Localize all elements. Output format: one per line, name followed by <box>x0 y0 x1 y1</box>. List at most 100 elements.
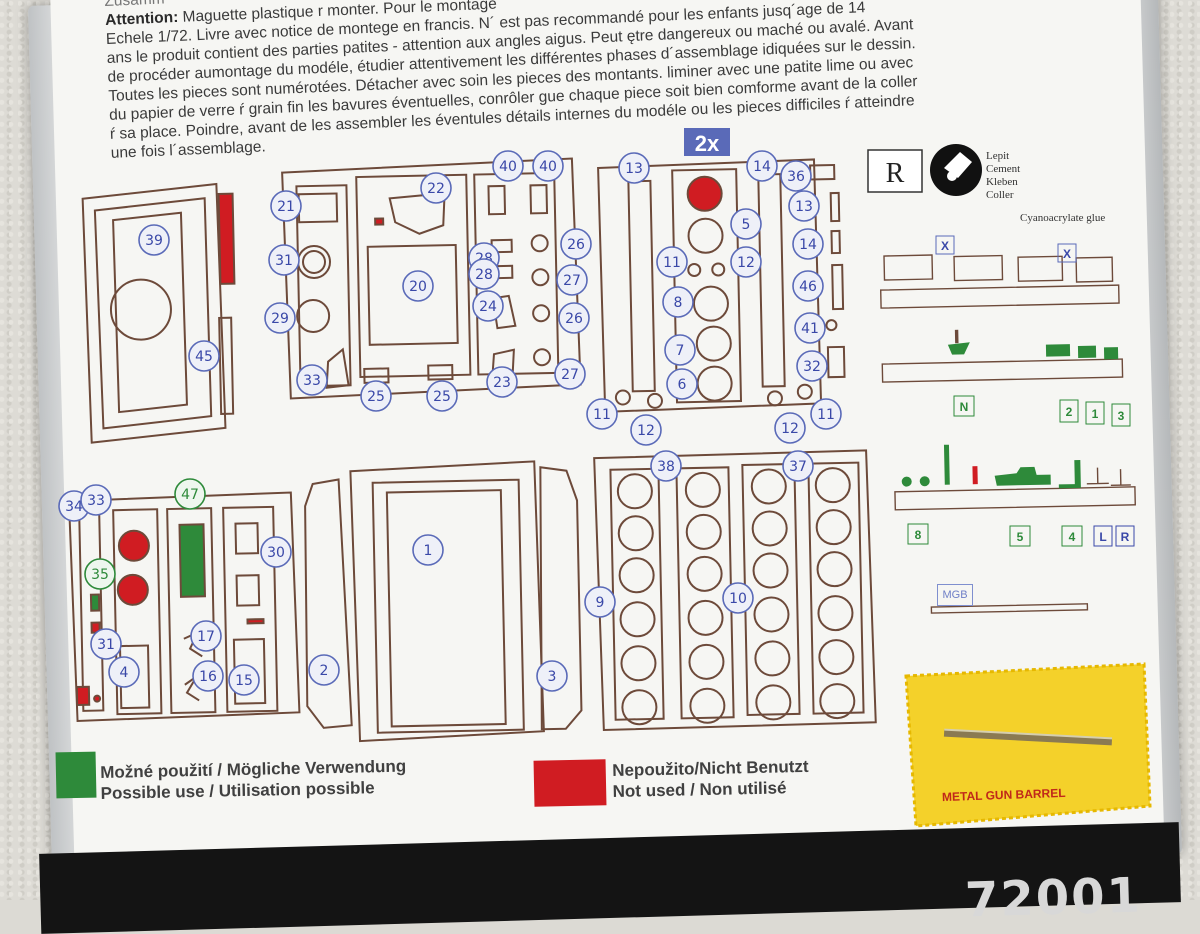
part-number-label: 6 <box>678 377 687 393</box>
part-number-label: 32 <box>803 359 821 375</box>
part-number-label: 22 <box>427 181 445 197</box>
legend-possible-use: Možné použití / Mögliche Verwendung Poss… <box>100 756 407 804</box>
part-number-marker <box>618 152 650 184</box>
part-number-marker <box>360 380 392 412</box>
part-number-label: 9 <box>596 595 605 611</box>
part-number-marker <box>586 398 618 430</box>
part-number-marker <box>472 290 504 322</box>
part-number-marker <box>536 660 568 692</box>
pe-label-4: 4 <box>1069 530 1076 544</box>
part-number-label: 14 <box>799 237 817 253</box>
part-number-marker <box>730 208 762 240</box>
glue-label-cs: Lepit <box>986 150 1010 162</box>
part-number-label: 10 <box>729 591 747 607</box>
part-number-marker <box>486 366 518 398</box>
quantity-badge: 2x <box>684 128 730 156</box>
part-number-label: 35 <box>91 567 109 583</box>
part-number-marker <box>402 270 434 302</box>
part-number-label: 25 <box>433 389 451 405</box>
part-number-marker <box>468 258 500 290</box>
part-number-marker <box>650 450 682 482</box>
part-number-label: 39 <box>145 233 163 249</box>
part-number-label: 47 <box>181 487 199 503</box>
part-number-label: 38 <box>657 459 675 475</box>
part-number-marker <box>492 150 524 182</box>
part-number-label: 12 <box>781 421 799 437</box>
part-number-label: 27 <box>563 273 581 289</box>
part-number-label: 14 <box>753 159 771 175</box>
legend-swatch-red <box>533 759 607 807</box>
part-number-marker <box>792 228 824 260</box>
part-number-label: 24 <box>479 299 497 315</box>
part-number-label: 13 <box>795 199 813 215</box>
part-number-marker <box>794 312 826 344</box>
part-number-label: 28 <box>475 267 493 283</box>
sprue-frame-left <box>81 182 236 444</box>
glue-label: Lepit Cement Kleben Coller <box>986 150 1020 202</box>
part-number-marker <box>662 286 694 318</box>
part-number-label: 13 <box>625 161 643 177</box>
part-number-label: 40 <box>499 159 517 175</box>
part-number-marker <box>192 660 224 692</box>
part-number-label: 7 <box>676 343 685 359</box>
part-number-marker <box>730 246 762 278</box>
part-number-marker <box>664 334 696 366</box>
glue-label-en: Cement <box>986 163 1021 175</box>
part-number-label: 17 <box>197 629 215 645</box>
legend-swatch-green <box>55 751 97 799</box>
legend-notused-line2: Not used / Non utilisé <box>612 778 787 801</box>
pe-label-r: R <box>1121 530 1130 544</box>
quantity-badge-text: 2x <box>695 131 720 156</box>
part-number-marker <box>666 368 698 400</box>
part-number-marker <box>746 150 778 182</box>
part-number-marker <box>228 664 260 696</box>
part-number-label: 2 <box>320 663 329 679</box>
part-number-label: 31 <box>97 637 115 653</box>
part-number-label: 33 <box>87 493 105 509</box>
part-number-label: 11 <box>663 255 681 271</box>
sprue-frame-bottom-mid <box>304 460 583 743</box>
part-number-marker <box>90 628 122 660</box>
glue-badge: R <box>867 144 982 196</box>
part-number-label: 40 <box>539 159 557 175</box>
pe-labels: X X N 2 1 3 8 5 4 L R <box>907 235 1135 547</box>
part-number-marker <box>782 450 814 482</box>
part-number-label: 11 <box>593 407 611 423</box>
part-number-marker <box>774 412 806 444</box>
part-number-label: 16 <box>199 669 217 685</box>
part-number-label: 15 <box>235 673 253 689</box>
part-number-label: 37 <box>789 459 807 475</box>
part-number-label: 36 <box>787 169 805 185</box>
part-number-label: 11 <box>817 407 835 423</box>
part-number-marker <box>630 414 662 446</box>
part-number-marker <box>532 150 564 182</box>
part-number-marker <box>264 302 296 334</box>
cyano-label: Cyanoacrylate glue <box>1020 212 1106 224</box>
part-number-label: 30 <box>267 545 285 561</box>
part-number-marker <box>556 264 588 296</box>
pe-label-5: 5 <box>1017 530 1024 544</box>
part-number-marker <box>108 656 140 688</box>
part-number-label: 3 <box>548 669 557 685</box>
sprue-diagram: 2x 3945213129332220252528282423404026272… <box>55 128 1152 828</box>
part-number-marker <box>792 270 824 302</box>
part-number-label: 45 <box>195 349 213 365</box>
part-number-marker <box>780 160 812 192</box>
part-number-marker <box>138 224 170 256</box>
part-number-marker <box>412 534 444 566</box>
legend-not-used: Nepoužito/Nicht Benutzt Not used / Non u… <box>612 756 809 802</box>
part-number-label: 31 <box>275 253 293 269</box>
pe-label-l: L <box>1099 530 1106 544</box>
photo-etch-panel <box>879 254 1136 614</box>
pe-label-x1: X <box>941 239 949 253</box>
part-number-marker <box>80 484 112 516</box>
part-number-marker <box>308 654 340 686</box>
part-number-marker <box>554 358 586 390</box>
part-number-marker <box>268 244 300 276</box>
part-number-label: 26 <box>567 237 585 253</box>
part-number-marker <box>260 536 292 568</box>
kit-code: 72001 <box>964 867 1143 929</box>
part-number-marker <box>722 582 754 614</box>
part-number-marker <box>420 172 452 204</box>
part-number-label: 8 <box>674 295 683 311</box>
